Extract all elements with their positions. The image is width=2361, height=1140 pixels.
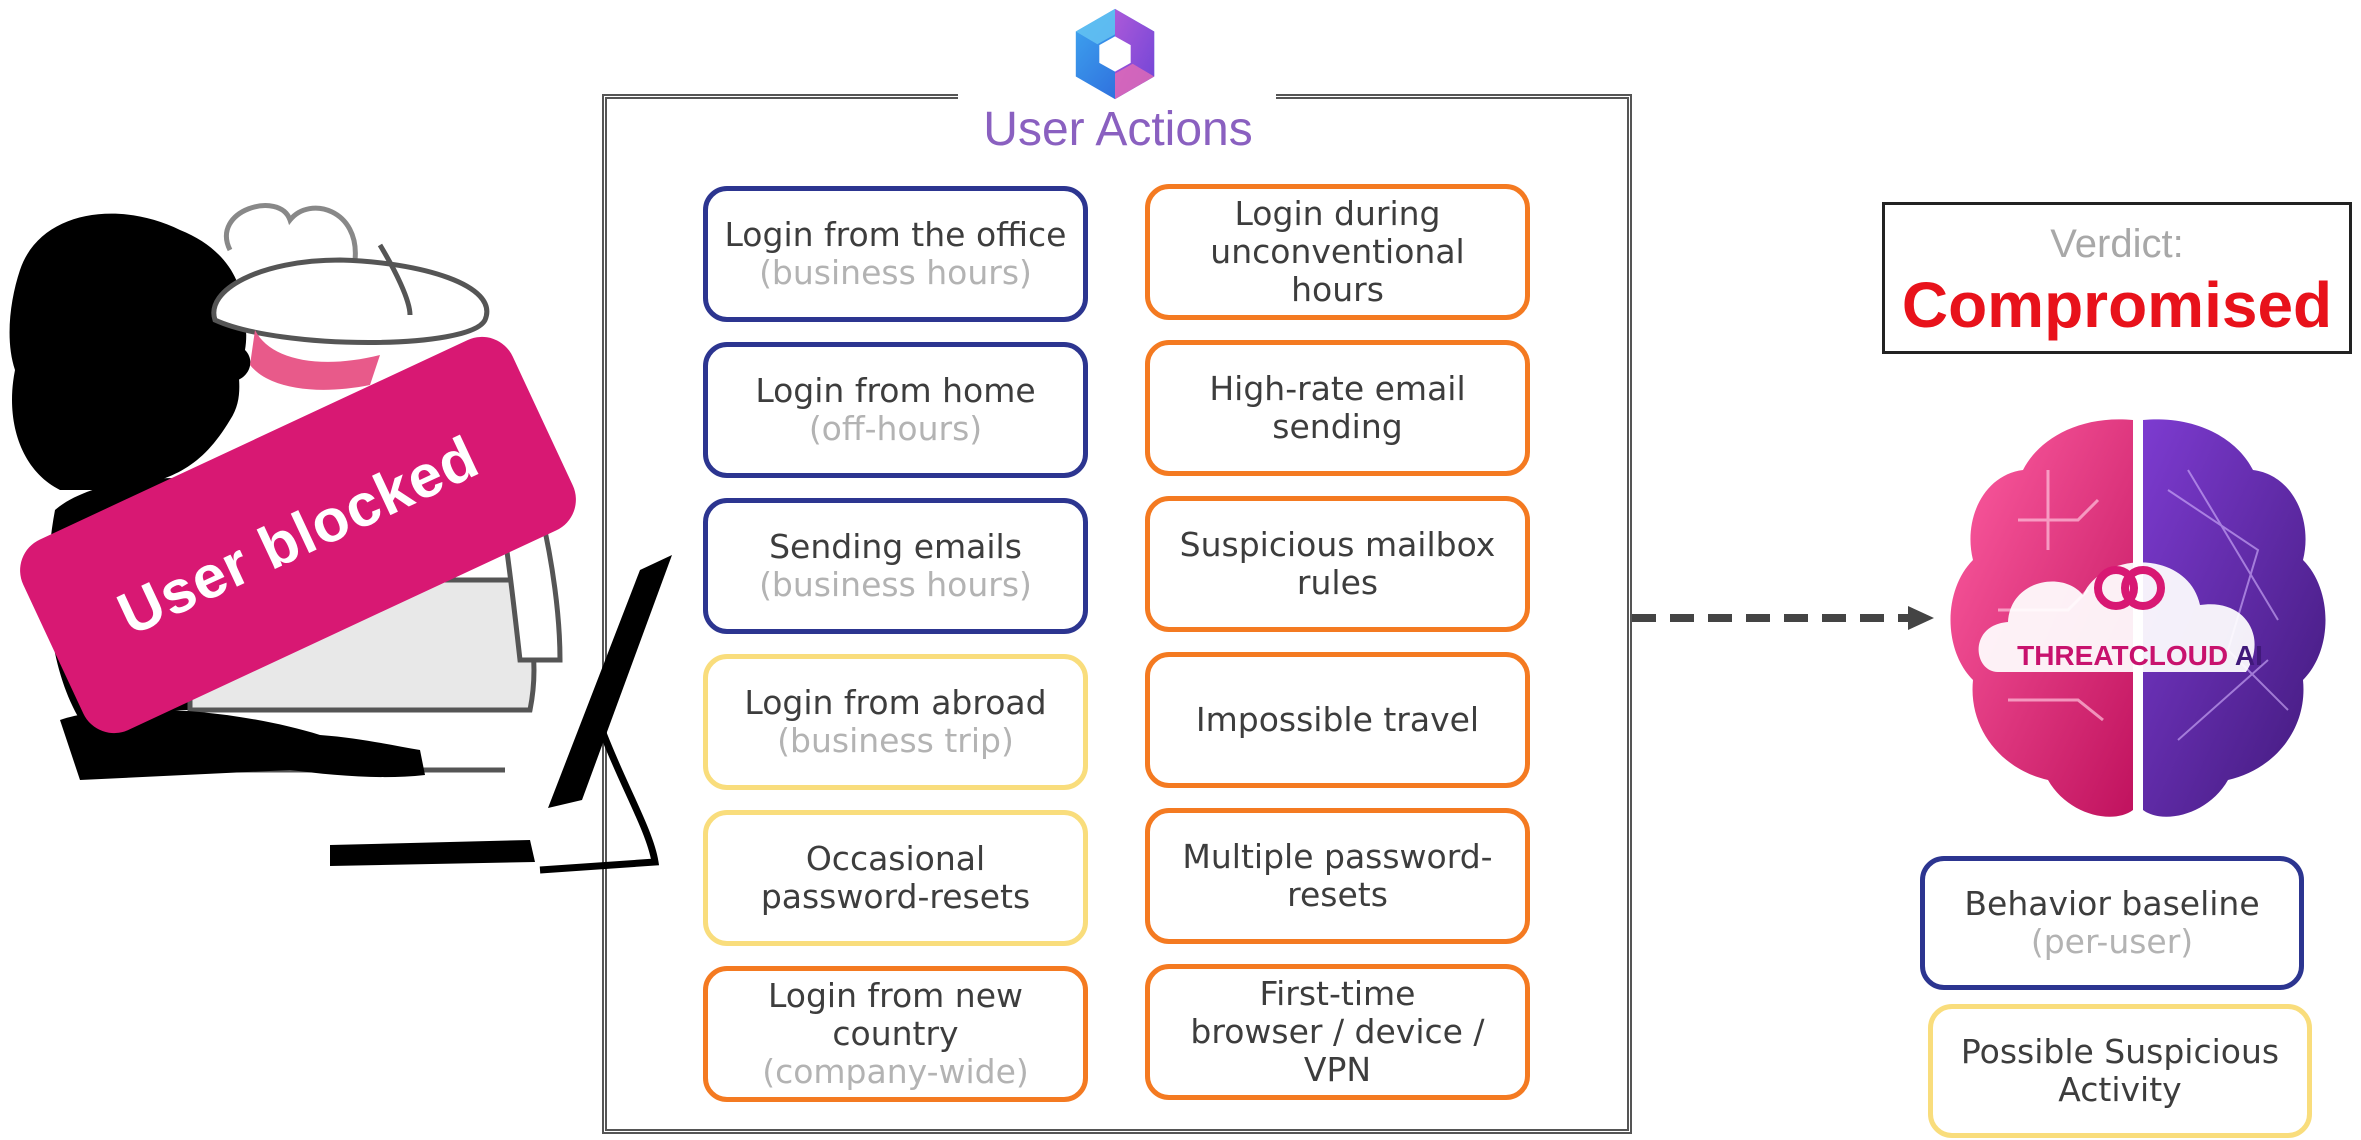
action-label: Activity bbox=[2058, 1070, 2182, 1109]
action-label: country bbox=[832, 1014, 959, 1053]
action-label: Possible Suspicious bbox=[1960, 1032, 2280, 1071]
action-box: Impossible travel bbox=[1145, 652, 1530, 788]
action-label: Login from home bbox=[755, 371, 1036, 410]
action-label: VPN bbox=[1303, 1050, 1372, 1089]
diagram-title: User Actions bbox=[983, 103, 1253, 156]
action-label: sending bbox=[1272, 407, 1403, 446]
action-label: Login from abroad bbox=[744, 683, 1047, 722]
brand-name-prefix: THREATCLOUD bbox=[2017, 640, 2229, 671]
action-box: Login from the office(business hours) bbox=[703, 186, 1088, 322]
verdict-label: Verdict: bbox=[2050, 222, 2184, 266]
action-label: First-time bbox=[1259, 974, 1416, 1013]
action-label: resets bbox=[1287, 875, 1388, 914]
action-label: Behavior baseline bbox=[1964, 884, 2260, 923]
action-label: Login from new bbox=[767, 976, 1023, 1015]
action-box: Multiple password-resets bbox=[1145, 808, 1530, 944]
action-label: High-rate email bbox=[1209, 369, 1466, 408]
action-box: Login from abroad(business trip) bbox=[703, 654, 1088, 790]
verdict-box: Verdict: Compromised bbox=[1882, 202, 2352, 354]
action-sublabel: (business hours) bbox=[759, 253, 1032, 292]
action-label: hours bbox=[1291, 270, 1384, 309]
threatcloud-wordmark: THREATCLOUD AI bbox=[1990, 640, 2290, 672]
dashed-arrow-icon bbox=[1632, 606, 1934, 630]
action-sublabel: (business hours) bbox=[759, 565, 1032, 604]
threatcloud-brain-icon bbox=[1950, 419, 2326, 817]
action-label: browser / device / bbox=[1190, 1012, 1485, 1051]
action-box: Behavior baseline(per-user) bbox=[1920, 856, 2304, 990]
action-sublabel: (company-wide) bbox=[762, 1052, 1029, 1091]
action-label: Login from the office bbox=[724, 215, 1067, 254]
action-sublabel: (per-user) bbox=[2030, 922, 2194, 961]
action-label: unconventional bbox=[1210, 232, 1465, 271]
action-label: Occasional bbox=[805, 839, 986, 878]
action-label: password-resets bbox=[760, 877, 1031, 916]
copilot-logo-icon bbox=[1075, 8, 1155, 100]
action-label: Suspicious mailbox bbox=[1179, 525, 1496, 564]
action-label: Multiple password- bbox=[1182, 837, 1493, 876]
brand-name-suffix: AI bbox=[2234, 640, 2263, 671]
action-label: Impossible travel bbox=[1195, 700, 1480, 739]
action-label: Sending emails bbox=[769, 527, 1022, 566]
action-label: rules bbox=[1296, 563, 1379, 602]
verdict-value: Compromised bbox=[1901, 269, 2333, 341]
action-box: Sending emails(business hours) bbox=[703, 498, 1088, 634]
action-sublabel: (business trip) bbox=[777, 721, 1014, 760]
action-box: Login from home(off-hours) bbox=[703, 342, 1088, 478]
action-label: Login during bbox=[1234, 194, 1441, 233]
action-sublabel: (off-hours) bbox=[808, 409, 983, 448]
